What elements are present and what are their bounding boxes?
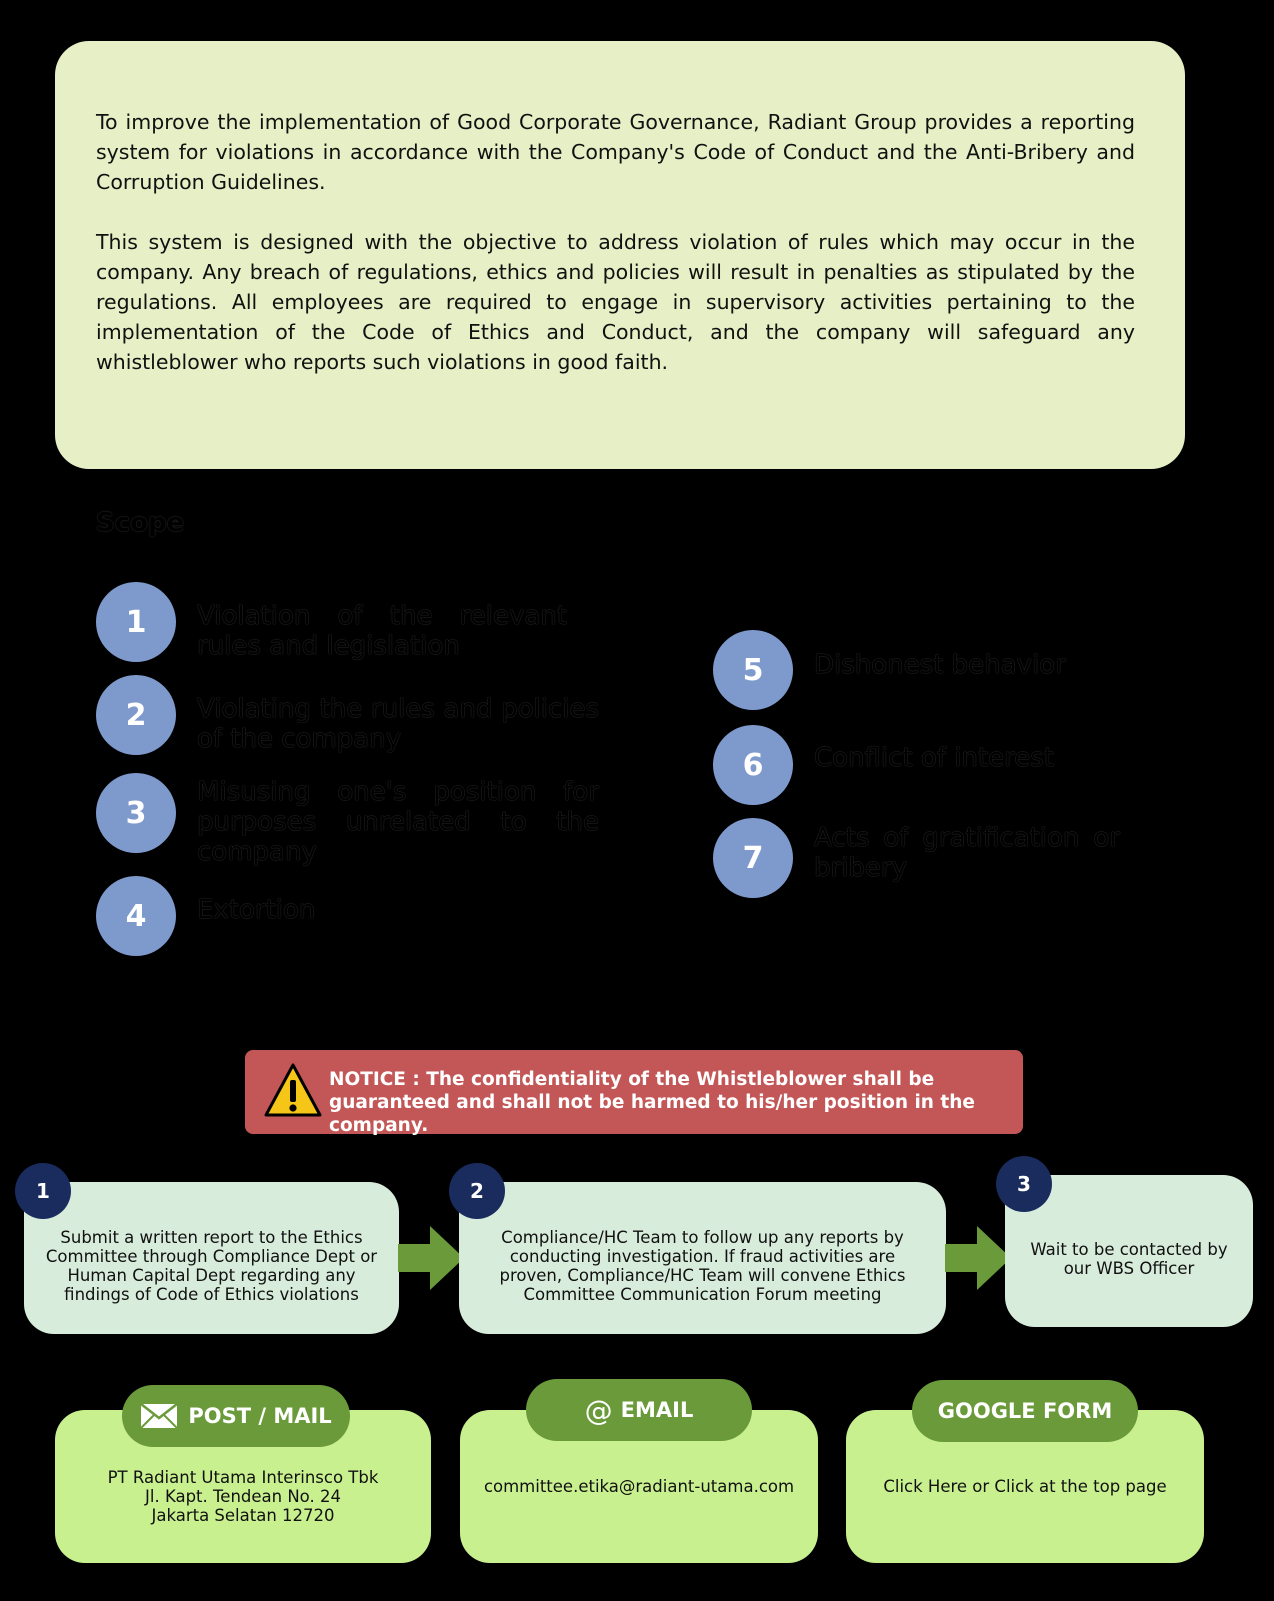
email-label: EMAIL xyxy=(620,1398,694,1422)
scope-number-circle: 1 xyxy=(96,582,176,662)
post-address-line-2: Jl. Kapt. Tendean No. 24 xyxy=(145,1487,341,1506)
post-mail-label: POST / MAIL xyxy=(188,1404,332,1428)
scope-item-text: Dishonest behavior xyxy=(814,650,1066,680)
scope-number-circle: 7 xyxy=(713,818,793,898)
step-3-text: Wait to be contacted by our WBS Officer xyxy=(1030,1240,1228,1278)
step-1-badge: 1 xyxy=(15,1163,71,1219)
scope-number-circle: 5 xyxy=(713,630,793,710)
warning-icon xyxy=(264,1063,322,1117)
email-button[interactable]: @ EMAIL xyxy=(526,1379,752,1441)
confidentiality-notice: NOTICE : The confidentiality of the Whis… xyxy=(245,1050,1023,1136)
post-address-line-1: PT Radiant Utama Interinsco Tbk xyxy=(107,1468,379,1487)
post-address-line-3: Jakarta Selatan 12720 xyxy=(151,1506,335,1525)
scope-number-circle: 3 xyxy=(96,773,176,853)
scope-title: Scope xyxy=(96,508,185,538)
scope-item-text: Acts of gratification or bribery xyxy=(814,823,1120,883)
intro-card: To improve the implementation of Good Co… xyxy=(55,41,1185,469)
google-form-label: GOOGLE FORM xyxy=(937,1399,1113,1423)
envelope-icon xyxy=(140,1403,179,1429)
scope-number-circle: 4 xyxy=(96,876,176,956)
step-1-card: Submit a written report to the Ethics Co… xyxy=(24,1182,399,1334)
at-sign-icon: @ xyxy=(584,1393,613,1427)
arrow-right-icon xyxy=(945,1226,1011,1290)
scope-number-circle: 2 xyxy=(96,675,176,755)
scope-item-text: Violating the rules and policies of the … xyxy=(197,694,599,754)
notice-text: NOTICE : The confidentiality of the Whis… xyxy=(329,1069,975,1136)
step-2-text: Compliance/HC Team to follow up any repo… xyxy=(499,1228,906,1304)
scope-item-text: Misusing one's position for purposes unr… xyxy=(197,777,599,867)
email-address[interactable]: committee.etika@radiant-utama.com xyxy=(483,1477,795,1496)
step-2-badge: 2 xyxy=(449,1163,505,1219)
step-2-card: Compliance/HC Team to follow up any repo… xyxy=(459,1182,946,1334)
google-form-text[interactable]: Click Here or Click at the top page xyxy=(883,1477,1167,1496)
step-3-badge: 3 xyxy=(996,1156,1052,1212)
google-form-button[interactable]: GOOGLE FORM xyxy=(912,1380,1138,1442)
step-1-text: Submit a written report to the Ethics Co… xyxy=(45,1228,378,1304)
intro-paragraph-2: This system is designed with the objecti… xyxy=(96,230,1135,374)
scope-item-text: Violation of the relevant rules and legi… xyxy=(197,601,567,661)
arrow-right-icon xyxy=(398,1226,464,1290)
scope-item-text: Extortion xyxy=(197,895,316,925)
intro-paragraph-1: To improve the implementation of Good Co… xyxy=(96,110,1135,194)
post-mail-button[interactable]: POST / MAIL xyxy=(122,1385,350,1447)
scope-item-text: Conflict of interest xyxy=(814,743,1054,773)
scope-number-circle: 6 xyxy=(713,725,793,805)
